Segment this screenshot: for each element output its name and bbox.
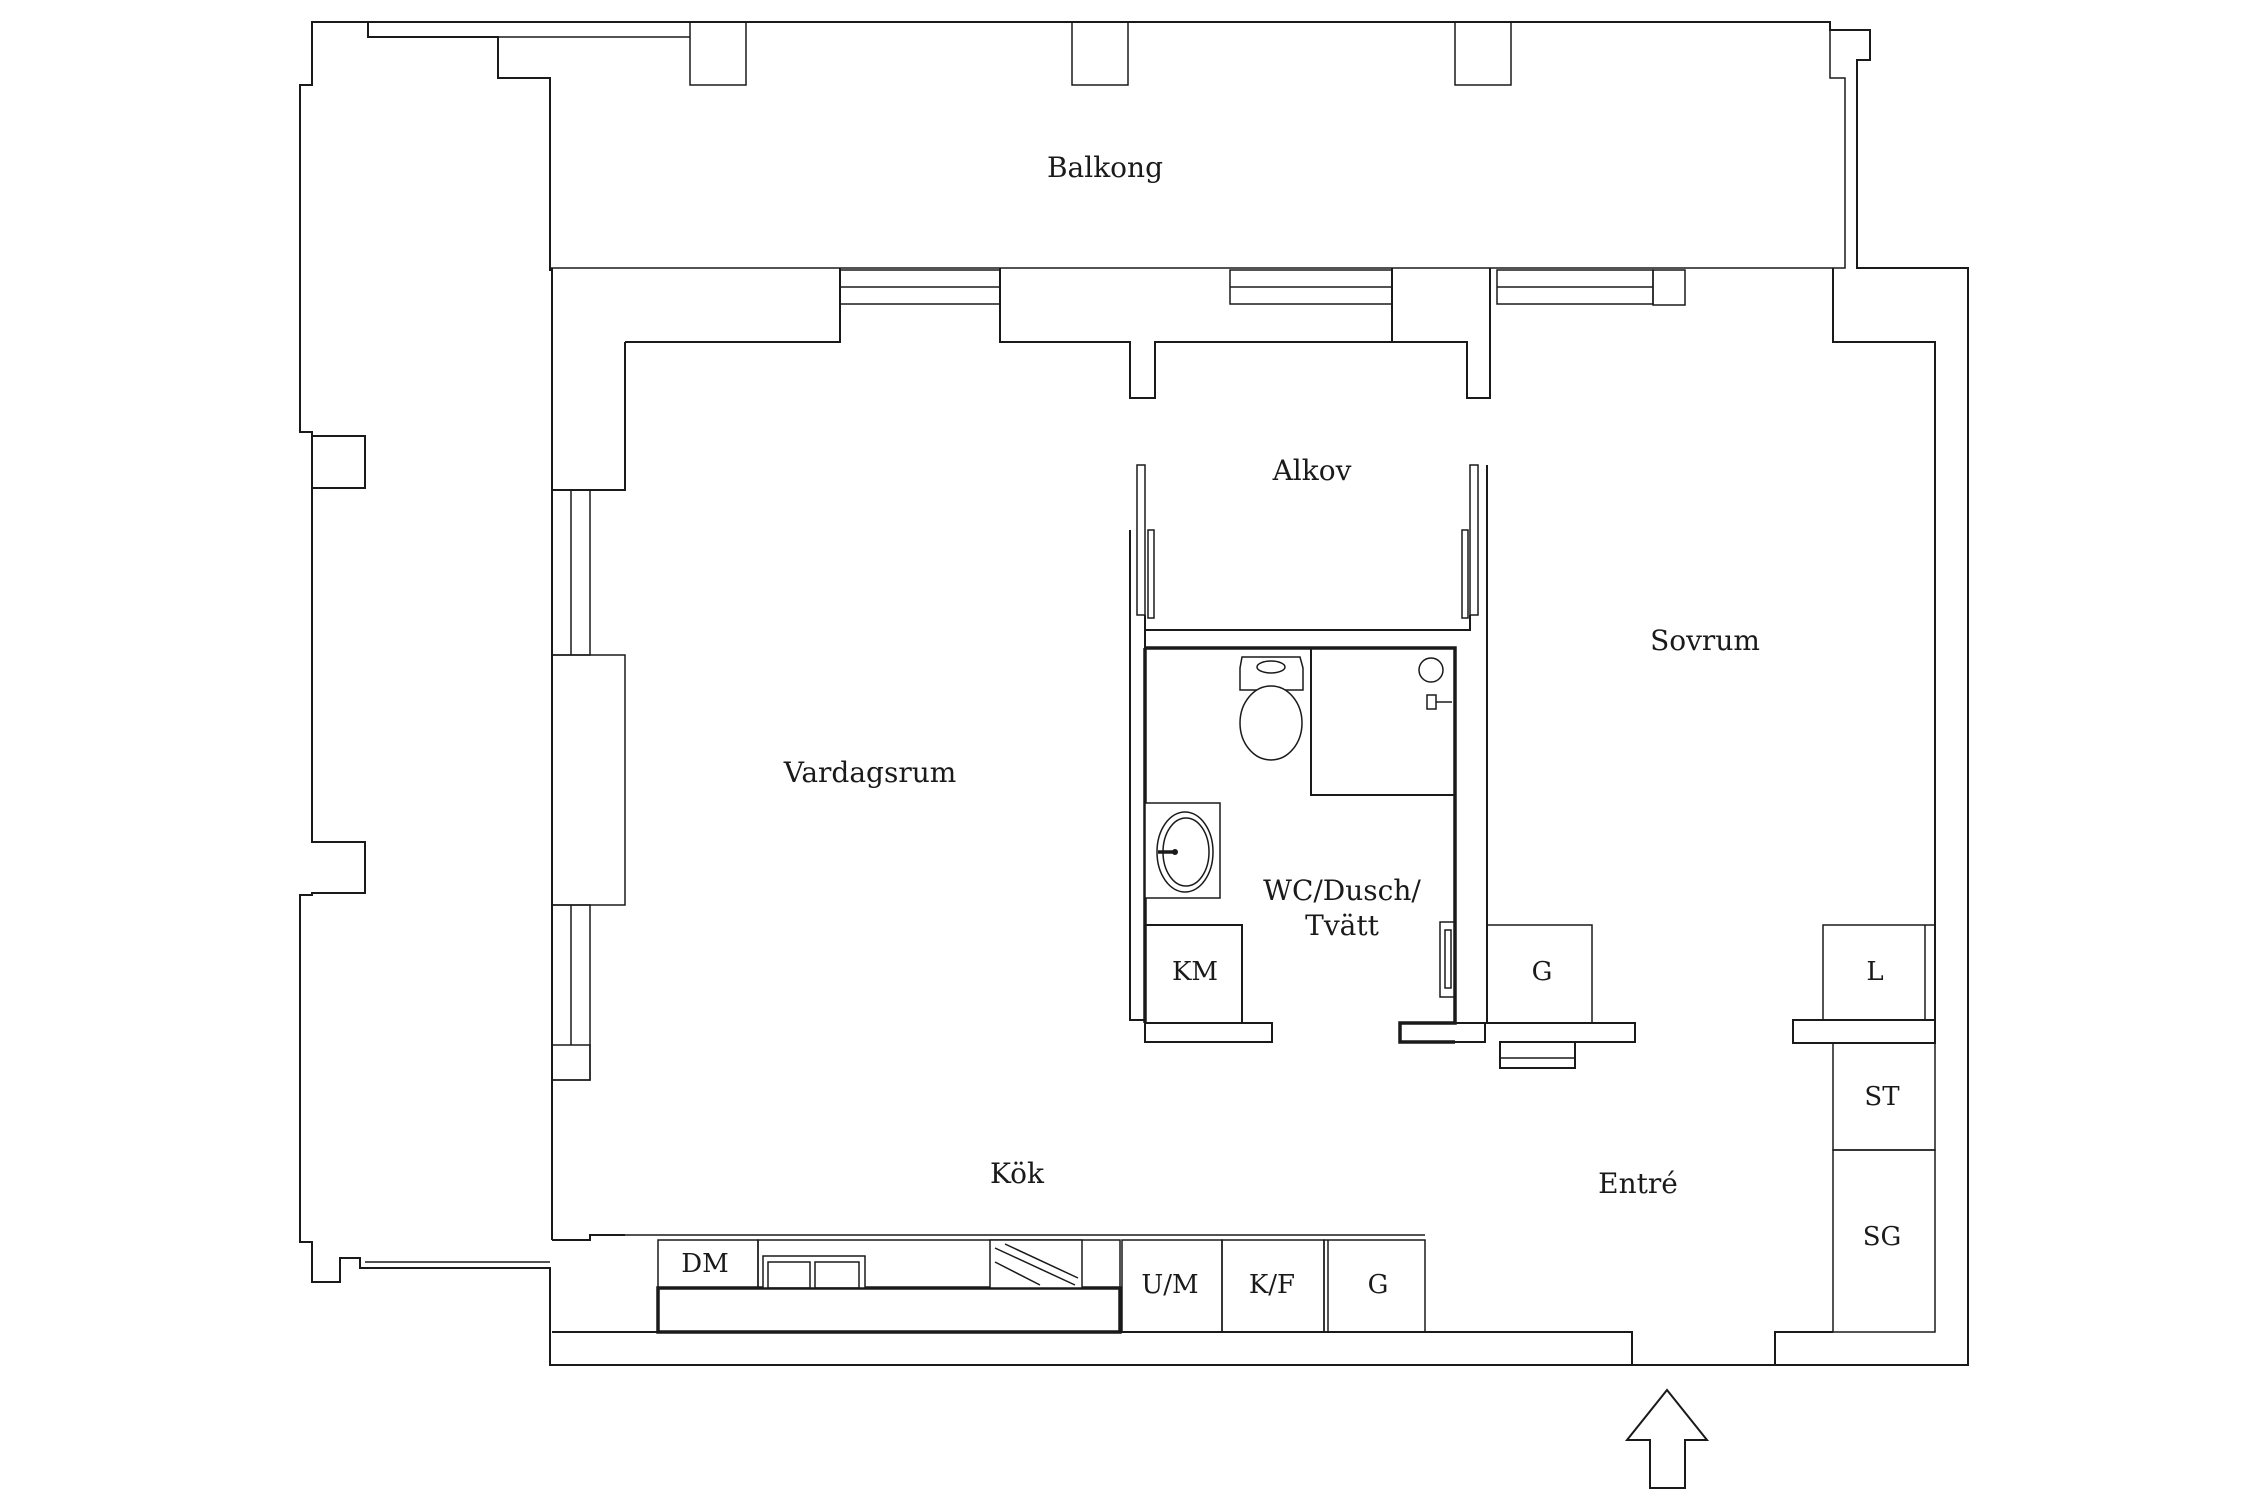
bedroom-wardrobe-label: G <box>1532 957 1553 987</box>
linen-closet-label: L <box>1866 957 1883 987</box>
kitchen-counter <box>625 1234 1426 1334</box>
balcony-outline <box>299 21 1969 1366</box>
apartment-walls <box>551 268 1936 1241</box>
fridge-freezer-label: K/F <box>1249 1270 1295 1300</box>
entrance-arrow-icon <box>1624 1388 1710 1489</box>
bathroom-label-line1: WC/Dusch/ <box>1263 874 1421 907</box>
sg-label: SG <box>1863 1222 1902 1252</box>
sink-icon <box>1144 802 1221 899</box>
alcove-label: Alkov <box>1272 454 1352 487</box>
toilet-icon <box>1239 656 1304 761</box>
alcove-partition <box>1129 464 1479 1043</box>
kitchen-sink-icon <box>762 1255 866 1289</box>
stove-icon <box>989 1239 1083 1289</box>
bathroom <box>1143 646 1486 1044</box>
shower-icon <box>1418 657 1452 710</box>
kitchen-label: Kök <box>990 1157 1045 1190</box>
km-label: KM <box>1172 957 1218 987</box>
living-room-label: Vardagsrum <box>783 756 957 789</box>
oven-micro-label: U/M <box>1141 1270 1198 1300</box>
bedroom-label: Sovrum <box>1650 624 1760 657</box>
dishwasher-label: DM <box>681 1249 728 1279</box>
bedroom-fixtures <box>552 465 1936 1365</box>
bathroom-label-line2: Tvätt <box>1305 909 1379 942</box>
balcony-label: Balkong <box>1047 151 1163 184</box>
entrance-label: Entré <box>1598 1167 1678 1200</box>
kitchen-wardrobe-label: G <box>1368 1270 1389 1300</box>
st-label: ST <box>1864 1082 1900 1112</box>
